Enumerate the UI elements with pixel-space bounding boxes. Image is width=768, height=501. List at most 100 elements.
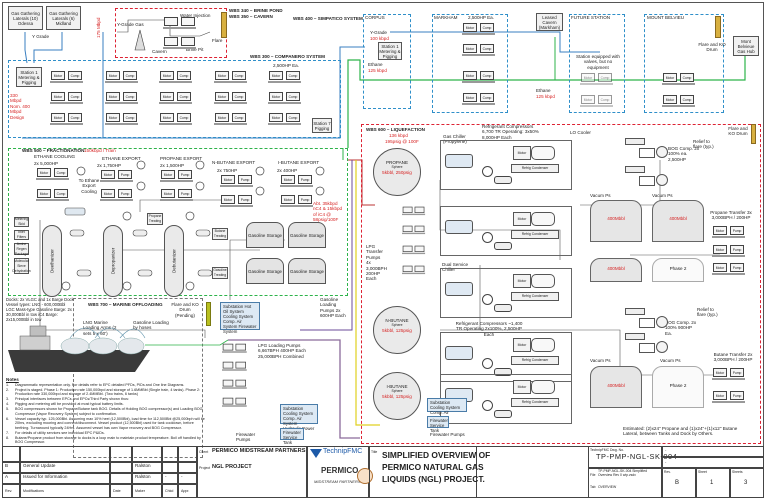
- nbutane-export-label: N-BUTANE EXPORT: [212, 160, 256, 165]
- ethane-export-hp: 2x 1,750HP: [97, 163, 122, 168]
- rev-row-maker: Ralston: [135, 474, 151, 479]
- receiver-icon: [494, 242, 512, 250]
- rev-cell: [110, 462, 132, 473]
- lpg-transfer-pump-4: [402, 265, 426, 275]
- ship-hull-icon: [8, 350, 150, 372]
- tab-name: OVERVIEW: [598, 485, 617, 489]
- train-enclosure: [440, 332, 572, 382]
- notes-list: 1.Diagrammatic representation only. For …: [6, 383, 206, 445]
- rev-cell: [162, 462, 178, 473]
- corpus-zone: [363, 14, 411, 109]
- chiller-icon: [445, 154, 473, 168]
- wbs600-zone: [361, 124, 761, 444]
- drum-icon: [197, 269, 213, 277]
- note-number: 3.: [6, 397, 10, 402]
- note-number: 2.: [6, 388, 10, 392]
- driven-unit-icon: Comp: [68, 71, 82, 80]
- drawing-title-line-1: SIMPLIFIED OVERVIEW OF: [382, 450, 491, 460]
- y-grade-label: Y Grade: [32, 34, 50, 39]
- lo-cooler-icon: [625, 308, 645, 315]
- ibutane-sphere-label: I-BUTANE: [386, 384, 408, 389]
- rev-row-rev: A: [5, 474, 9, 479]
- drum-icon: [137, 269, 153, 277]
- wbs300-hp-label: 2,500HP Ea.: [273, 63, 299, 68]
- chiller-icon: [76, 166, 86, 176]
- lng-dome-icon: [117, 337, 145, 355]
- cw-exchanger-icon: [315, 166, 325, 176]
- lpg-tank-4-cap: 400Mbbl: [607, 383, 625, 388]
- cavern-icon: [134, 29, 146, 51]
- rev-cell: [2, 473, 20, 484]
- ethane2-flow: 125 kbpd: [536, 94, 555, 99]
- liq-flare-icon: [751, 124, 756, 144]
- rev-label: Rev.: [664, 470, 671, 474]
- station1-metering: Station 1 Metering & Pigging: [16, 67, 42, 87]
- note-text: Project is staged. Phase 1: Production r…: [15, 388, 201, 397]
- client-name: PERMICO MIDSTREAM PARTNERS: [212, 448, 306, 454]
- motor-icon: Motor: [215, 92, 229, 101]
- dual-chiller-label: Dual Service Chiller: [442, 262, 469, 273]
- offloading-firewater-pumps-label: Firewater Pumps: [236, 432, 256, 443]
- drawing-title-line-2: PERMICO NATURAL GAS: [382, 462, 484, 472]
- lo-cooler-icon: [625, 166, 645, 173]
- refrig-motor: Motor: [513, 380, 531, 394]
- ibutane-sphere-sub: Sphere: [391, 389, 403, 393]
- rev-cell: [178, 484, 197, 498]
- abt-note: Abt. 35kbpd nC4 & 15kbpd of iC4 @ 58psig…: [313, 201, 343, 223]
- nbutane-sphere: [373, 306, 421, 354]
- ethane-export-label: ETHANE EXPORT: [102, 156, 141, 161]
- station7-pigging: Station 7 Pigging: [312, 118, 332, 133]
- butane-treating: Butane Treating: [212, 228, 228, 240]
- lpg-tank-1-vac: Vacum Ps: [590, 193, 611, 198]
- corpus-ethane-label: Ethane: [368, 62, 383, 67]
- metering-skid: Metering Skid: [14, 217, 29, 227]
- exchanger-icon: [482, 294, 493, 305]
- motor-icon: Motor: [160, 92, 174, 101]
- rev-header: Appr.: [181, 489, 190, 493]
- depropanizer-column: Depropanizer: [103, 225, 123, 297]
- rev-cell: [110, 446, 132, 462]
- wbs700-title: WBS 700 – MARINE OFFLOADING: [88, 302, 163, 307]
- rev-row-mod: General Update: [23, 463, 56, 468]
- note-text: Vessel capacity typ. 125,000Bbl. Assumin…: [15, 416, 205, 430]
- right-dash-1-block: [662, 446, 764, 457]
- rev-row-chkd: -: [165, 474, 167, 479]
- rev-cell: [20, 484, 110, 498]
- lpg-transfer-pumps-label: LPG Transfer Pumps 4x 3,000BPH 200HP Eac…: [366, 244, 387, 282]
- offloading-flare-label: Flare and KO Drum (Pending): [171, 302, 199, 318]
- lpg-tank-1: [590, 200, 642, 242]
- motor-icon: Motor: [106, 71, 120, 80]
- bog-compressor-icon: [656, 341, 668, 353]
- motor-icon: Motor: [106, 92, 120, 101]
- wbs600-title: WBS 600 – LIQUEFACTION: [366, 127, 425, 132]
- flare-label: Flare: [212, 38, 223, 43]
- wbs300-flow-label: 330 Mbpd Nom. 400 Mbpd Design: [10, 93, 30, 120]
- nbutane-sphere-label: N-BUTANE: [385, 318, 409, 323]
- motor-icon: [222, 397, 234, 405]
- lpg-tank-phase2b: [652, 366, 704, 408]
- dwg-no: TP-PMP-NGL-SK-004: [596, 452, 678, 461]
- lpg-tank-2-vac: Vacum Ps: [652, 193, 673, 198]
- cavern-label: Cavern: [152, 49, 167, 54]
- corpus-station1: Station 1 Metering & Pigging: [378, 42, 402, 60]
- lng-dome-icon: [60, 337, 90, 355]
- note-item: 8.Butane/Propane product from storage to…: [6, 436, 206, 445]
- lpg-transfer-pump-3: [402, 245, 426, 255]
- lpg-tank-2: [652, 200, 704, 242]
- propane-sphere-label: PROPANE: [385, 160, 409, 165]
- driven-unit-icon: [414, 245, 425, 252]
- rev-cell: [110, 473, 132, 484]
- note-number: 5.: [6, 407, 10, 412]
- refrig-motor: Motor: [513, 274, 531, 288]
- project-name: NGL PROJECT: [212, 464, 252, 470]
